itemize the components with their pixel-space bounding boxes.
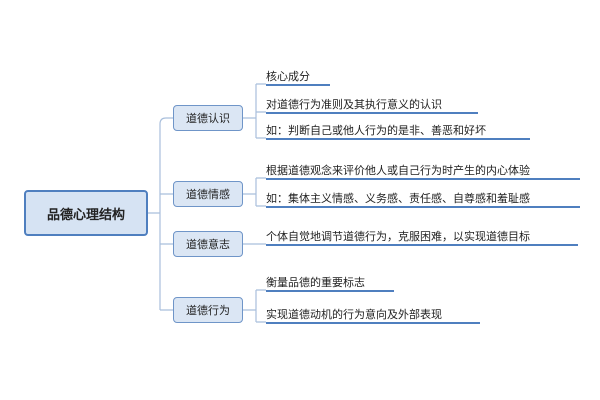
connector-branch-4-leaves xyxy=(243,289,266,323)
connector-branch-1-leaves xyxy=(243,83,266,139)
leaf-node[interactable]: 如：集体主义情感、义务感、责任感、自尊感和羞耻感 xyxy=(266,190,580,208)
connector-root-branches xyxy=(148,117,173,311)
leaf-node-label: 个体自觉地调节道德行为，克服困难，以实现道德目标 xyxy=(266,230,530,243)
leaf-node[interactable]: 根据道德观念来评价他人或自己行为时产生的内心体验 xyxy=(266,162,580,180)
branch-node-label: 道德意志 xyxy=(186,238,230,251)
leaf-node[interactable]: 个体自觉地调节道德行为，克服困难，以实现道德目标 xyxy=(266,228,578,246)
branch-node-label: 道德情感 xyxy=(186,188,230,201)
branch-node-label: 道德行为 xyxy=(186,304,230,317)
leaf-node[interactable]: 如：判断自己或他人行为的是非、善恶和好坏 xyxy=(266,122,530,140)
root-node[interactable]: 品德心理结构 xyxy=(24,190,148,236)
leaf-node[interactable]: 对道德行为准则及其执行意义的认识 xyxy=(266,96,478,114)
leaf-node[interactable]: 实现道德动机的行为意向及外部表现 xyxy=(266,306,480,324)
leaf-node-label: 如：集体主义情感、义务感、责任感、自尊感和羞耻感 xyxy=(266,192,530,205)
root-node-label: 品德心理结构 xyxy=(46,207,125,223)
leaf-node[interactable]: 衡量品德的重要标志 xyxy=(266,274,394,292)
branch-node-moral-emotion[interactable]: 道德情感 xyxy=(173,181,243,207)
branch-node-moral-behavior[interactable]: 道德行为 xyxy=(173,297,243,323)
leaf-node-label: 核心成分 xyxy=(266,70,310,83)
leaf-node[interactable]: 核心成分 xyxy=(266,68,330,86)
leaf-node-label: 衡量品德的重要标志 xyxy=(266,276,365,289)
branch-node-moral-cognition[interactable]: 道德认识 xyxy=(173,105,243,131)
connector-branch-2-leaves xyxy=(243,177,266,207)
leaf-node-label: 对道德行为准则及其执行意义的认识 xyxy=(266,98,442,111)
leaf-node-label: 实现道德动机的行为意向及外部表现 xyxy=(266,308,442,321)
leaf-node-label: 如：判断自己或他人行为的是非、善恶和好坏 xyxy=(266,124,486,137)
branch-node-moral-will[interactable]: 道德意志 xyxy=(173,231,243,257)
leaf-node-label: 根据道德观念来评价他人或自己行为时产生的内心体验 xyxy=(266,164,530,177)
branch-node-label: 道德认识 xyxy=(186,112,230,125)
